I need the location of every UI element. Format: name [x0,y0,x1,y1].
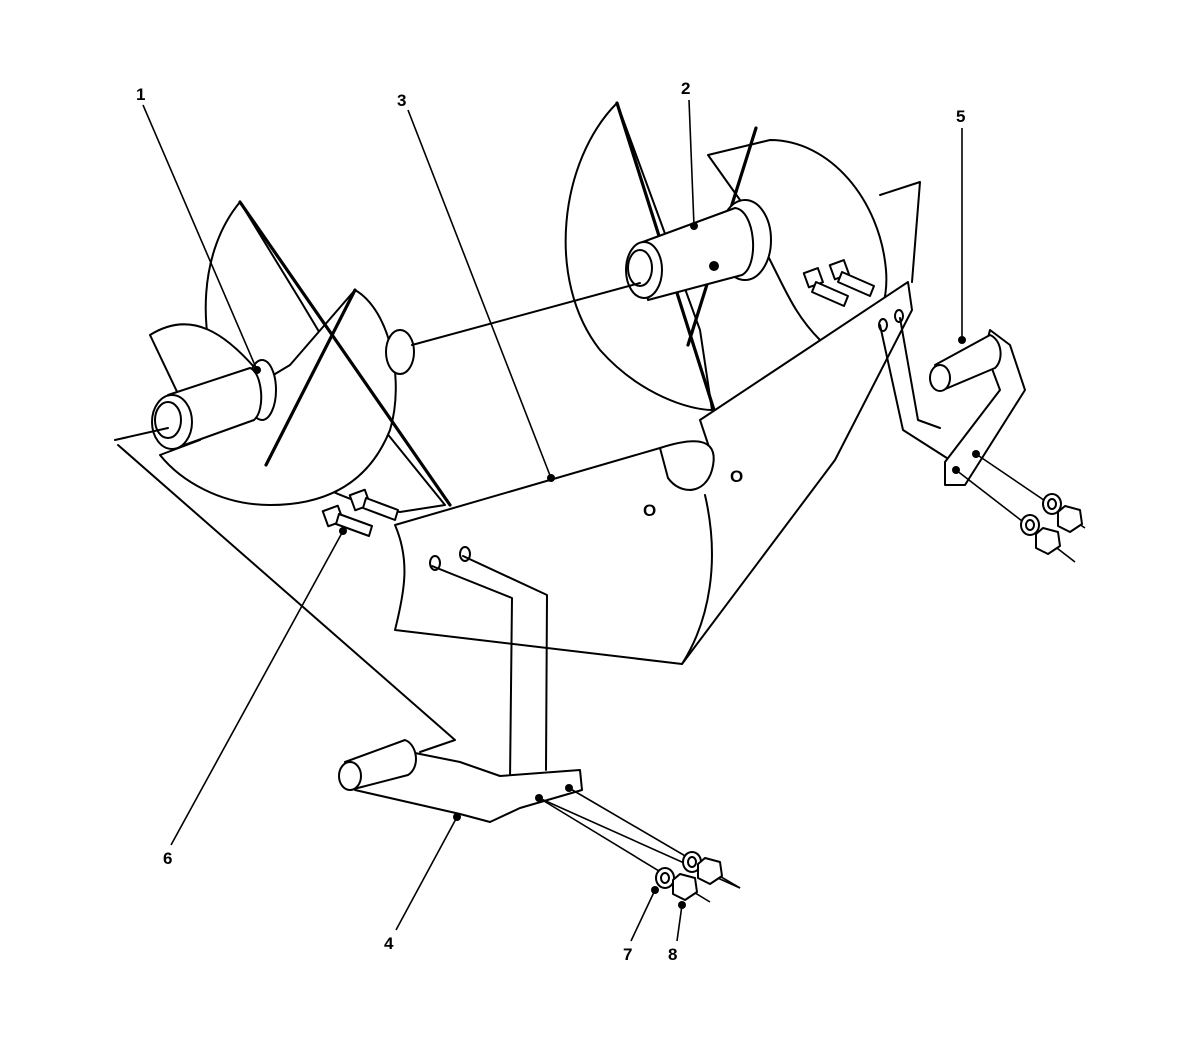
frame-hole-left-a [429,555,441,571]
front-nut-b [672,873,698,901]
leader-4 [395,816,458,931]
leader-8-dot [678,901,686,909]
rear-nut-b [1035,527,1061,555]
leader-3 [407,109,552,479]
rear-washer-a [1042,493,1062,515]
main-frame: O O [114,181,921,753]
callout-3: 3 [397,91,406,110]
leader-1 [142,104,258,371]
left-wheel-blade-edge-front [264,288,357,467]
front-handle-post-outer [462,555,548,771]
bolt-shank-right-b [811,281,849,307]
callout-labels: 1 2 3 4 5 6 7 8 [136,79,965,964]
callout-7: 7 [623,945,632,964]
rear-washer-b-hole [1025,519,1035,531]
callout-2: 2 [681,79,690,98]
front-washer-a-hole [687,856,697,868]
rear-washer-b [1020,514,1040,536]
front-handle-grip-end [338,761,362,791]
leader-3-dot [547,474,555,482]
leader-2 [688,99,695,227]
callout-4: 4 [384,934,394,953]
main-frame-notch [659,440,715,491]
frame-hole-right-b [894,309,904,323]
leader-1-dot [253,366,261,374]
callout-1: 1 [136,85,145,104]
bolt-shank-right-a [837,271,875,297]
rear-washer-a-hole [1047,498,1057,510]
frame-hole-mark-right: O [730,467,743,486]
right-axle-hole [709,261,719,271]
front-handle-post-inner [431,565,513,781]
callout-6: 6 [163,849,172,868]
leader-2-dot [690,222,698,230]
frame-hole-mark-left: O [643,501,656,520]
leader-6-dot [339,527,347,535]
rear-handle-grip [934,334,1002,391]
rear-nut-a [1057,505,1083,533]
rear-handle-post-outer [899,317,941,429]
leader-lines [142,99,966,942]
leader-8 [676,904,683,942]
frame-inner-curve [681,494,713,665]
left-axle-tube-bore [154,401,182,439]
bolt-shank-left-a [362,497,399,521]
bolt-shank-left-b [335,513,373,537]
frame-right-flap [879,181,921,283]
left-wheel-blade-edge-back [238,200,452,507]
right-wheel-assembly [564,101,888,412]
front-nut-a [697,857,723,885]
front-hardware [655,851,723,901]
leader-7 [630,889,656,942]
rear-handle-grip-end [929,364,951,392]
callout-8: 8 [668,945,677,964]
rear-handle-post-inner [879,324,951,461]
rear-handle [879,317,1086,563]
right-axle-tube [639,207,755,301]
frame-left-flap-edge [114,427,169,441]
right-axle-tube-bore [627,249,653,287]
front-handle-grip [344,739,417,791]
left-wheel-rear-hub [385,329,415,375]
leader-7-dot [651,886,659,894]
callout-5: 5 [956,107,965,126]
front-washer-b-hole [660,872,670,884]
frame-hole-left-b [459,546,471,562]
front-washer-b [655,867,675,889]
left-wheel-assembly [149,200,452,513]
leader-5-dot [958,336,966,344]
main-axle-shaft [411,282,641,346]
leader-4-dot [453,813,461,821]
rear-hardware [1020,493,1083,555]
frame-left-diagonal [117,444,456,753]
bolts-left [321,488,399,537]
bolts-right [802,259,875,307]
leader-6 [170,530,344,846]
